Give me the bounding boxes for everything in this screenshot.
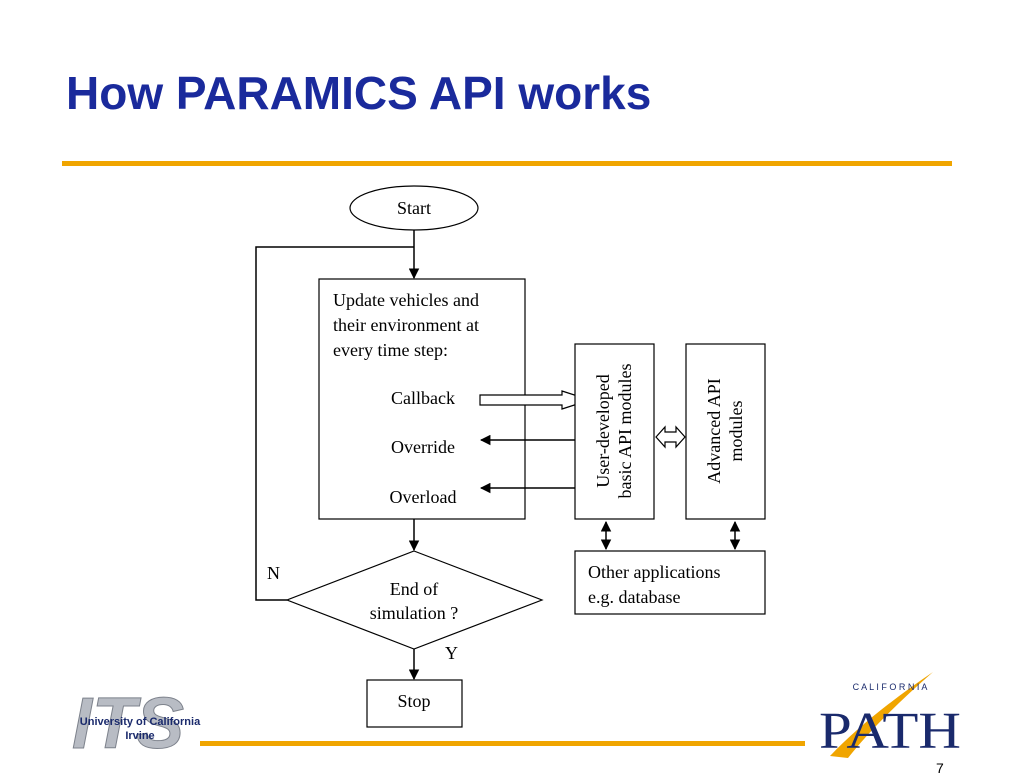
callback-label: Callback [391,388,455,408]
path-logo-swoosh [830,672,933,758]
stop-node: Stop [366,679,463,728]
override-label: Override [391,437,455,457]
advanced-modules-line-2: modules [726,401,746,462]
stop-label: Stop [397,691,430,711]
overload-label: Overload [390,487,457,507]
advanced-modules-box: Advanced API modules [685,343,766,520]
modules-double-arrow [655,425,686,449]
update-line-3: every time step: [333,340,448,360]
its-subtitle-line-2: Irvine [125,730,154,742]
advanced-modules-line-1: Advanced API [704,378,724,483]
yes-label: Y [445,643,458,663]
decision-line-1: End of [390,579,439,599]
slide-title: How PARAMICS API works [66,67,652,119]
start-label: Start [397,198,431,218]
its-uci-logo: ITS University of California Irvine [71,688,201,760]
user-modules-line-2: basic API modules [615,364,635,499]
no-label: N [267,563,280,583]
decision-line-2: simulation ? [370,603,459,623]
user-modules-line-1: User-developed [593,374,613,488]
user-modules-box: User-developed basic API modules [574,343,655,520]
page-number: 7 [936,760,944,776]
other-apps-line-2: e.g. database [588,587,680,607]
its-subtitle-line-1: University of California [80,716,201,728]
other-applications-box: Other applications e.g. database [574,550,766,615]
its-logo-text: ITS [72,688,184,760]
path-logo-text: PATH [819,703,961,760]
other-apps-line-1: Other applications [588,562,720,582]
title-underline [62,161,952,166]
update-line-1: Update vehicles and [333,290,479,310]
update-line-2: their environment at [333,315,479,335]
start-node: Start [349,185,479,231]
footer-rule [200,741,805,746]
path-logo-california: C A L I F O R N I A [853,682,928,692]
california-path-logo: C A L I F O R N I A PATH [819,672,961,760]
end-of-simulation-decision: End of simulation ? [285,550,544,650]
no-loop-line [255,246,414,601]
